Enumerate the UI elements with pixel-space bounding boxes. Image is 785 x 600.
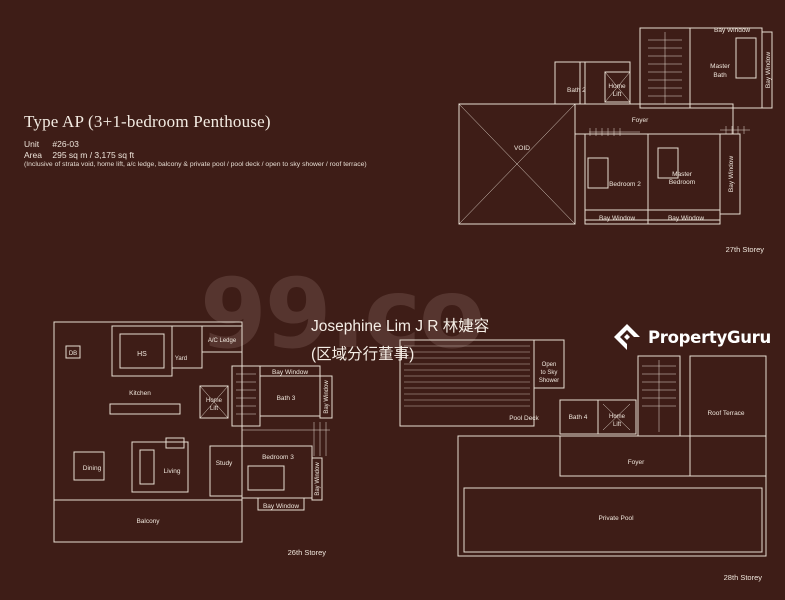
- left-stub: [554, 61, 586, 105]
- label-bay-window-top-27: Bay Window: [714, 27, 750, 34]
- home-lift-26: [199, 385, 229, 419]
- unit-value: #26-03: [52, 139, 79, 149]
- unit-row: Unit #26-03: [24, 139, 79, 149]
- bathtub: [735, 37, 757, 79]
- private-pool: [463, 487, 763, 553]
- plan-27th-storey: [458, 27, 773, 225]
- label-master-bedroom-1: Master: [672, 171, 693, 178]
- label-kitchen: Kitchen: [129, 390, 151, 397]
- label-bedroom2: Bedroom 2: [609, 181, 641, 188]
- agent-title: (区域分行董事): [311, 346, 415, 363]
- watermark: 99.co: [200, 258, 485, 370]
- roof-terrace: [689, 355, 767, 477]
- label-private-pool: Private Pool: [598, 515, 634, 522]
- dining-table: [73, 451, 105, 481]
- label-master-bedroom-2: Bedroom: [669, 179, 695, 186]
- area-note: (Inclusive of strata void, home lift, a/…: [24, 161, 367, 168]
- label-bay-window-bottom-26: Bay Window: [263, 503, 299, 510]
- bay-window-top-26: [259, 365, 321, 377]
- bay-window-side-26: [319, 375, 333, 419]
- label-open-sky-2: to Sky: [541, 370, 558, 376]
- bed-3: [247, 465, 285, 491]
- label-living: Living: [164, 468, 181, 475]
- agent-name: Josephine Lim J R 林婕容: [311, 318, 490, 335]
- label-void: VOID: [514, 145, 530, 152]
- study-room: [209, 445, 243, 497]
- plan-28th-storey: [399, 339, 767, 557]
- label-26th-storey: 26th Storey: [288, 548, 327, 557]
- label-bedroom3: Bedroom 3: [262, 454, 294, 461]
- db-box: [65, 345, 81, 359]
- bay-window-b2: [647, 209, 721, 225]
- label-bay-window-top-26: Bay Window: [272, 369, 308, 376]
- foyer-28: [559, 435, 691, 477]
- label-master-bath-2: Bath: [713, 72, 727, 79]
- label-bay-window-b1-27: Bay Window: [599, 215, 635, 222]
- area-label: Area: [24, 150, 42, 160]
- propertyguru-logo: PropertyGuru: [612, 322, 771, 352]
- kitchen-counter: [109, 403, 181, 415]
- label-home-lift-26-1: Home: [206, 398, 223, 404]
- label-open-sky-1: Open: [542, 362, 557, 368]
- home-lift-27: [604, 71, 631, 103]
- label-bay-window-side-26: Bay Window: [324, 380, 330, 414]
- label-bath3: Bath 3: [277, 395, 296, 402]
- label-roof-terrace: Roof Terrace: [707, 410, 744, 417]
- bed-2: [587, 157, 609, 189]
- label-master-bath-1: Master: [710, 63, 731, 70]
- label-bay-window-right-27: Bay Window: [765, 52, 772, 88]
- ac-ledge: [201, 325, 243, 353]
- label-pool-deck: Pool Deck: [509, 415, 539, 422]
- stair-26: [231, 365, 261, 427]
- propertyguru-house-icon: [614, 324, 640, 350]
- balcony-26: [53, 499, 243, 543]
- label-home-lift-27-2: Lift: [613, 91, 622, 98]
- label-27th-storey: 27th Storey: [726, 245, 765, 254]
- bay-window-side-27: [719, 133, 741, 215]
- terrace-floor: [457, 435, 767, 557]
- label-db: DB: [69, 351, 77, 357]
- bay-window-right-27: [761, 31, 773, 109]
- label-open-sky-3: Shower: [539, 378, 559, 384]
- label-bath2: Bath 2: [567, 87, 586, 94]
- label-hs: HS: [137, 351, 147, 358]
- plan-26th-storey: [53, 321, 333, 543]
- bed-master: [657, 147, 679, 179]
- label-bay-window-side-27: Bay Window: [728, 156, 735, 192]
- area-value: 295 sq m / 3,175 sq ft: [52, 150, 135, 160]
- home-lift-28: [597, 399, 637, 435]
- label-home-lift-28-2: Lift: [613, 422, 621, 428]
- label-foyer-27: Foyer: [632, 117, 649, 124]
- label-foyer-28: Foyer: [628, 459, 645, 466]
- propertyguru-wordmark: PropertyGuru: [648, 327, 771, 347]
- label-study: Study: [216, 460, 233, 467]
- void-room: [458, 103, 576, 225]
- label-yard: Yard: [175, 356, 187, 362]
- bay-window-bottom-26: [257, 497, 305, 511]
- label-28th-storey: 28th Storey: [724, 573, 763, 582]
- living-area: [131, 441, 189, 493]
- label-home-lift-27-1: Home: [608, 83, 626, 90]
- label-bay-window-b2-27: Bay Window: [668, 215, 704, 222]
- label-home-lift-28-1: Home: [609, 414, 626, 420]
- bay-window-right-26: [311, 457, 323, 501]
- label-bath4: Bath 4: [569, 414, 588, 421]
- unit-type-title: Type AP (3+1-bedroom Penthouse): [24, 112, 271, 131]
- label-home-lift-26-2: Lift: [210, 406, 218, 412]
- unit-label: Unit: [24, 139, 40, 149]
- label-bay-window-right-26: Bay Window: [315, 462, 321, 496]
- bedroom2-room: [584, 133, 649, 221]
- area-row: Area 295 sq m / 3,175 sq ft: [24, 150, 134, 160]
- label-balcony: Balcony: [136, 518, 160, 525]
- pool-deck-area: [399, 339, 535, 427]
- open-sky-shower: [533, 339, 565, 389]
- label-dining: Dining: [83, 465, 102, 472]
- label-ac-ledge: A/C Ledge: [208, 338, 237, 344]
